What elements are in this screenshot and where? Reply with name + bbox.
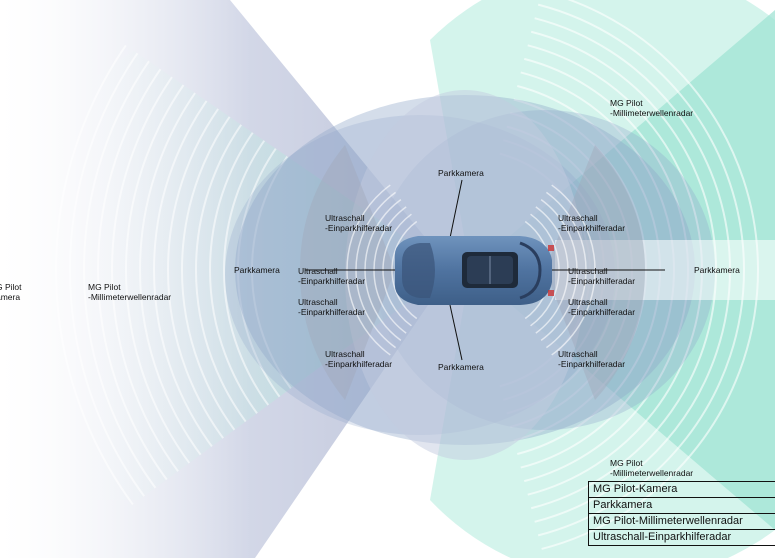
label-ultrasonic-right-mid2: Ultraschall-Einparkhilferadar — [568, 297, 636, 317]
legend-item-parking-camera: Parkkamera — [588, 498, 775, 514]
coverage-arc — [111, 52, 191, 488]
label-radar-rear: MG Pilot-Millimeterwellenradar — [610, 458, 694, 478]
coverage-arc — [69, 25, 159, 515]
label-ultrasonic-left-bottom: Ultraschall-Einparkhilferadar — [325, 349, 393, 369]
coverage-arc — [209, 115, 267, 425]
label-ultrasonic-right-top: Ultraschall-Einparkhilferadar — [558, 213, 626, 233]
coverage-arc — [55, 16, 148, 524]
label-ultrasonic-right-bottom: Ultraschall-Einparkhilferadar — [558, 349, 626, 369]
coverage-arc — [153, 79, 224, 461]
coverage-arc — [195, 106, 256, 434]
label-ultrasonic-left-mid1: Ultraschall-Einparkhilferadar — [298, 266, 366, 286]
legend-item-camera: MG Pilot-Kamera — [588, 482, 775, 498]
label-radar-front: MG Pilot-Millimeterwellenradar — [88, 282, 172, 302]
radar-coverage-front — [55, 16, 452, 524]
coverage-arc — [139, 70, 213, 470]
coverage-arc — [96, 43, 181, 497]
legend-item-radar: MG Pilot-Millimeterwellenradar — [588, 514, 775, 530]
label-leader-lines — [305, 179, 665, 361]
label-parkkamera-rear: Parkkamera — [694, 265, 740, 275]
coverage-arc — [237, 132, 288, 408]
label-ultrasonic-left-top: Ultraschall-Einparkhilferadar — [325, 213, 393, 233]
label-ultrasonic-right-mid1: Ultraschall-Einparkhilferadar — [568, 266, 636, 286]
label-parkkamera-front: Parkkamera — [234, 265, 280, 275]
coverage-arc — [181, 97, 245, 443]
label-camera-left-cut: G Pilotamera — [0, 282, 22, 302]
car-top-view — [394, 236, 554, 305]
coverage-arc — [250, 141, 299, 399]
legend: MG Pilot-Kamera Parkkamera MG Pilot-Mill… — [588, 481, 775, 546]
label-radar-front-top: MG Pilot-Millimeterwellenradar — [610, 98, 694, 118]
label-parkkamera-bottom: Parkkamera — [438, 362, 484, 372]
legend-item-ultrasonic: Ultraschall-Einparkhilferadar — [588, 530, 775, 546]
coverage-arc — [223, 124, 278, 416]
coverage-arc — [83, 34, 170, 506]
coverage-arc — [167, 88, 234, 452]
coverage-arc — [125, 61, 202, 479]
label-ultrasonic-left-mid2: Ultraschall-Einparkhilferadar — [298, 297, 366, 317]
label-parkkamera-top: Parkkamera — [438, 168, 484, 178]
